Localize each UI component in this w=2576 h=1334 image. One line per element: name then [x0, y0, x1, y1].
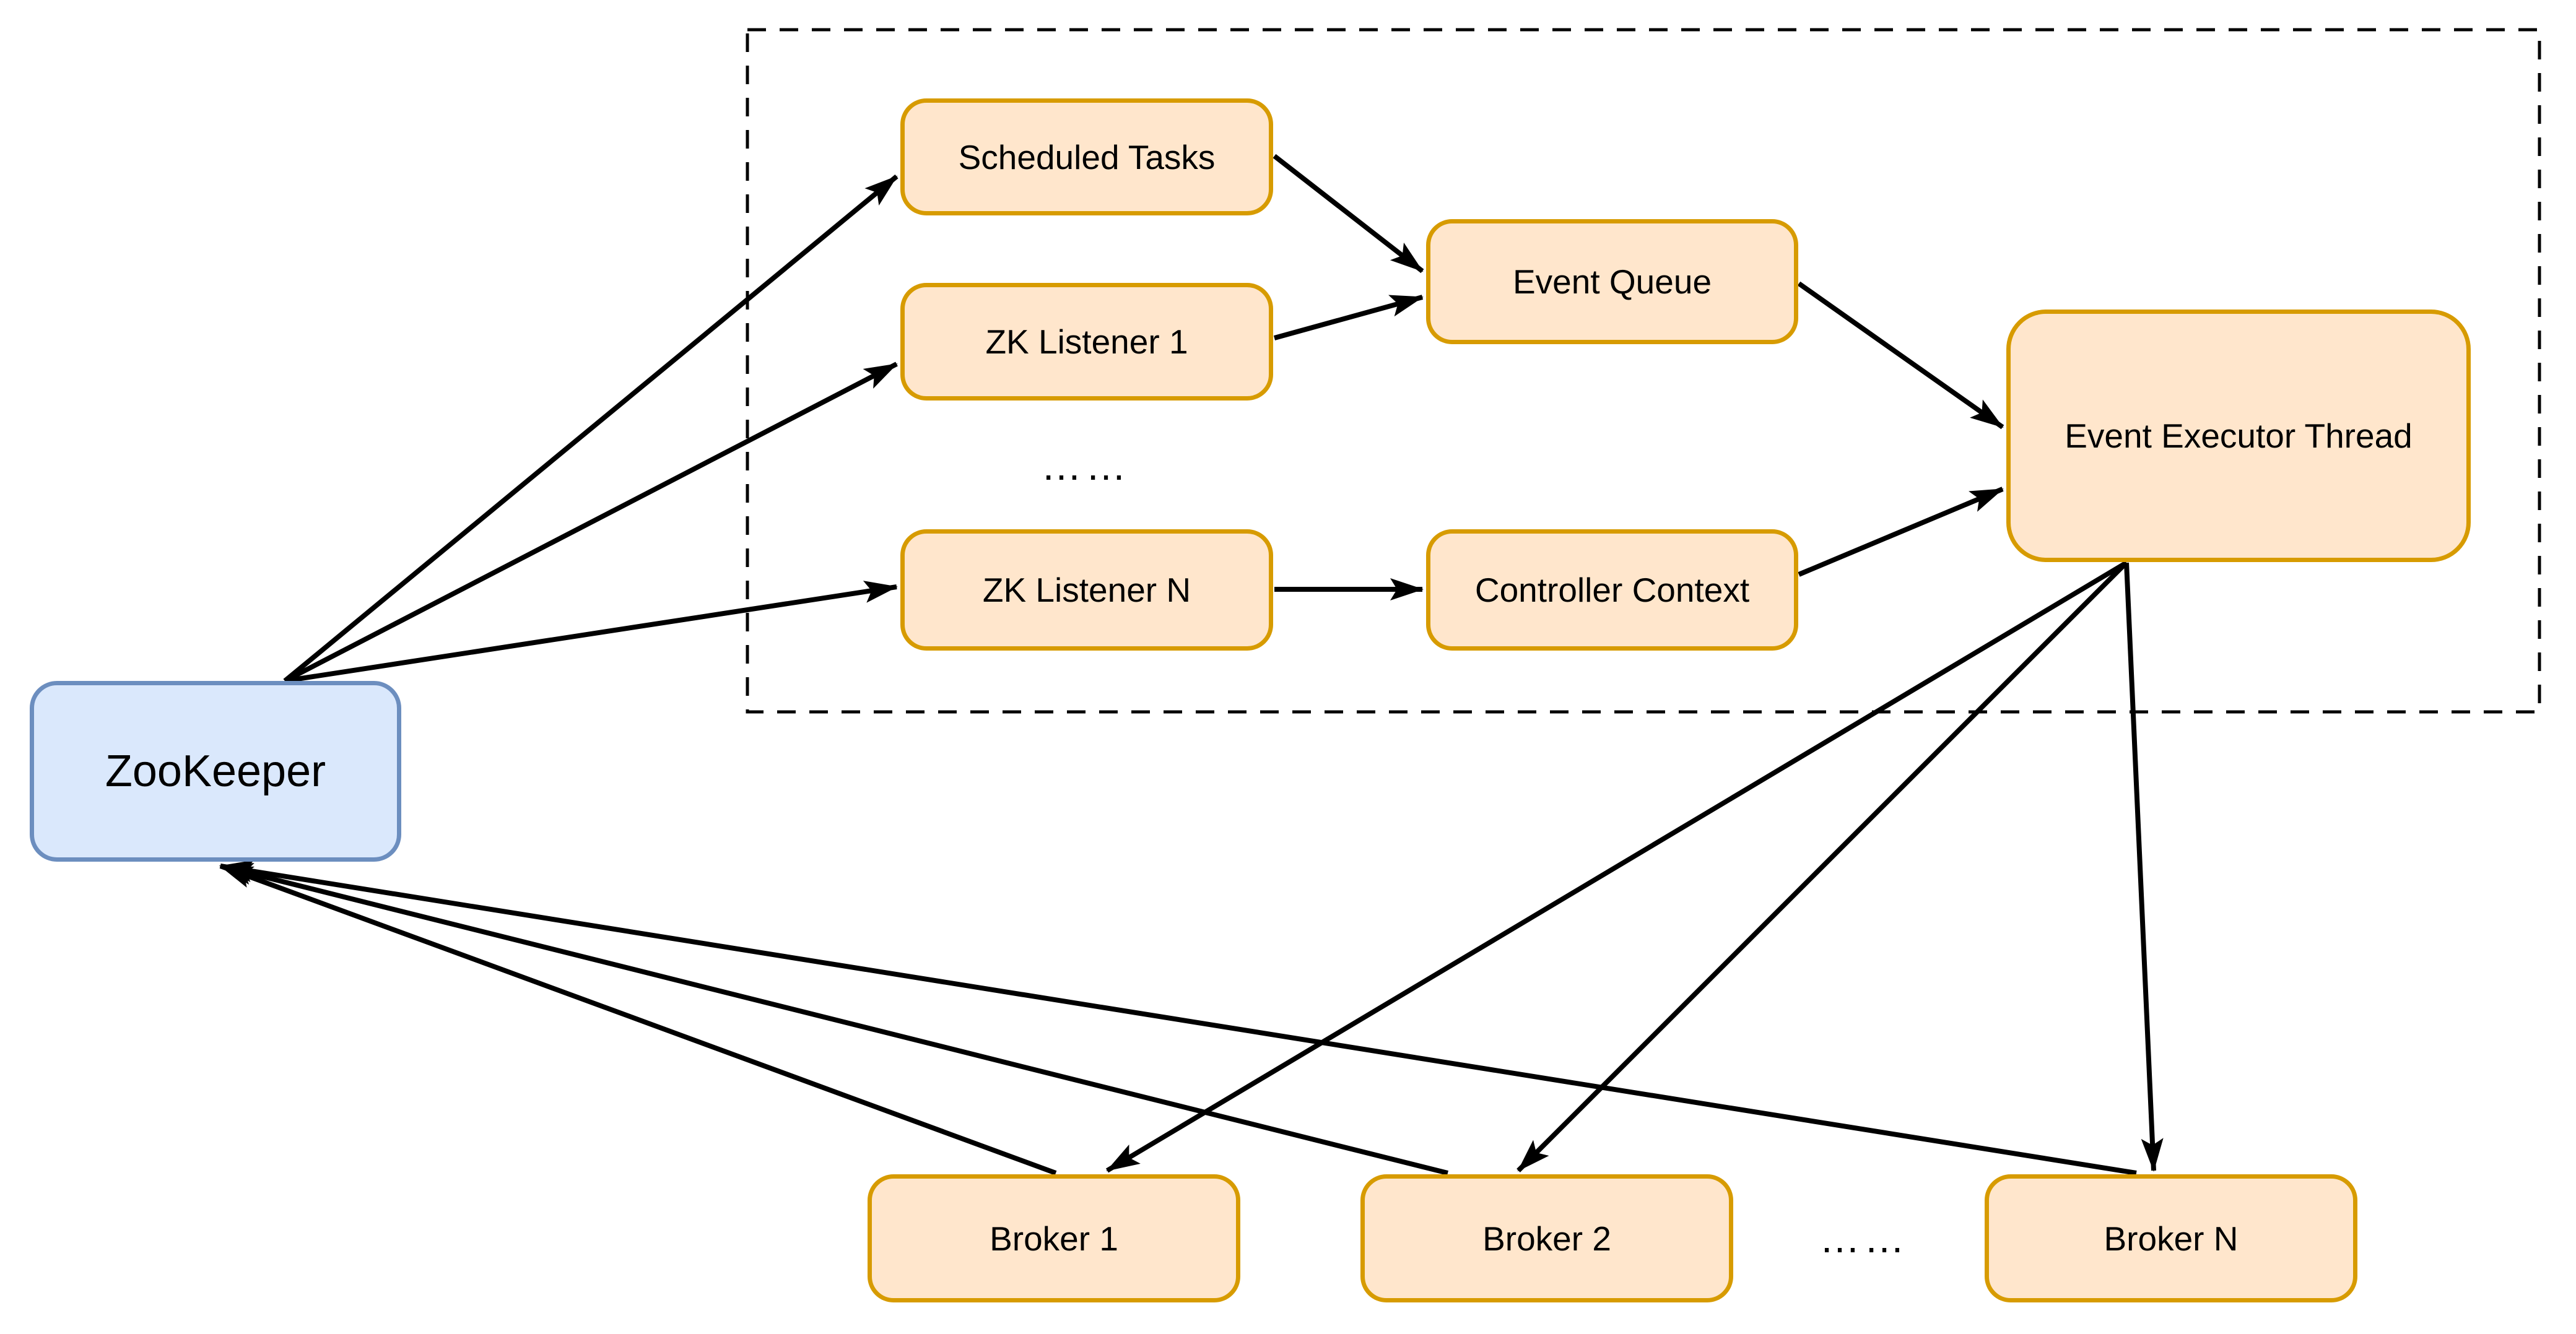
node-zk-listener-1-label: ZK Listener 1	[985, 323, 1188, 361]
arrow-scheduled-tasks-to-event-queue	[1273, 154, 1424, 274]
arrow-broker-n-to-zookeeper	[219, 860, 2137, 1176]
arrow-event-executor-thread-to-broker-2	[1516, 561, 2128, 1172]
arrow-broker-2-to-zookeeper	[219, 863, 1448, 1176]
arrow-event-executor-thread-to-broker-1	[1105, 560, 2128, 1173]
node-zk-listener-n-label: ZK Listener N	[982, 571, 1191, 609]
node-broker-2: Broker 2	[1360, 1174, 1733, 1302]
node-event-queue: Event Queue	[1426, 219, 1798, 344]
arrow-broker-1-to-zookeeper	[219, 864, 1057, 1176]
arrow-zk-listener-1-to-event-queue	[1273, 295, 1424, 340]
listener-ellipsis: ……	[1041, 443, 1130, 488]
node-zk-listener-n: ZK Listener N	[900, 529, 1273, 651]
node-scheduled-tasks-label: Scheduled Tasks	[958, 137, 1216, 176]
node-controller-context-label: Controller Context	[1474, 571, 1750, 609]
broker-ellipsis: ……	[1819, 1215, 1908, 1261]
controller-boundary-box	[746, 28, 2541, 714]
node-broker-2-label: Broker 2	[1482, 1219, 1611, 1258]
arrow-zookeeper-to-scheduled-tasks	[283, 174, 899, 683]
arrow-event-executor-thread-to-broker-n	[2124, 562, 2164, 1172]
node-broker-n: Broker N	[1985, 1174, 2357, 1302]
node-controller-context: Controller Context	[1426, 529, 1798, 651]
node-broker-1: Broker 1	[868, 1174, 1240, 1302]
node-event-executor-thread: Event Executor Thread	[2006, 310, 2471, 562]
arrow-controller-context-to-event-executor-thread	[1798, 487, 2004, 577]
node-event-executor-thread-label: Event Executor Thread	[2065, 417, 2413, 455]
node-broker-1-label: Broker 1	[990, 1219, 1118, 1258]
arrow-zookeeper-to-zk-listener-1	[284, 362, 898, 683]
node-event-queue-label: Event Queue	[1512, 262, 1712, 301]
arrow-event-queue-to-event-executor-thread	[1797, 281, 2004, 430]
node-scheduled-tasks: Scheduled Tasks	[900, 98, 1273, 215]
node-broker-n-label: Broker N	[2104, 1219, 2239, 1258]
node-zk-listener-1: ZK Listener 1	[900, 283, 1273, 401]
node-zookeeper: ZooKeeper	[30, 681, 401, 862]
arrow-zookeeper-to-zk-listener-n	[284, 581, 898, 683]
node-zookeeper-label: ZooKeeper	[105, 746, 326, 796]
